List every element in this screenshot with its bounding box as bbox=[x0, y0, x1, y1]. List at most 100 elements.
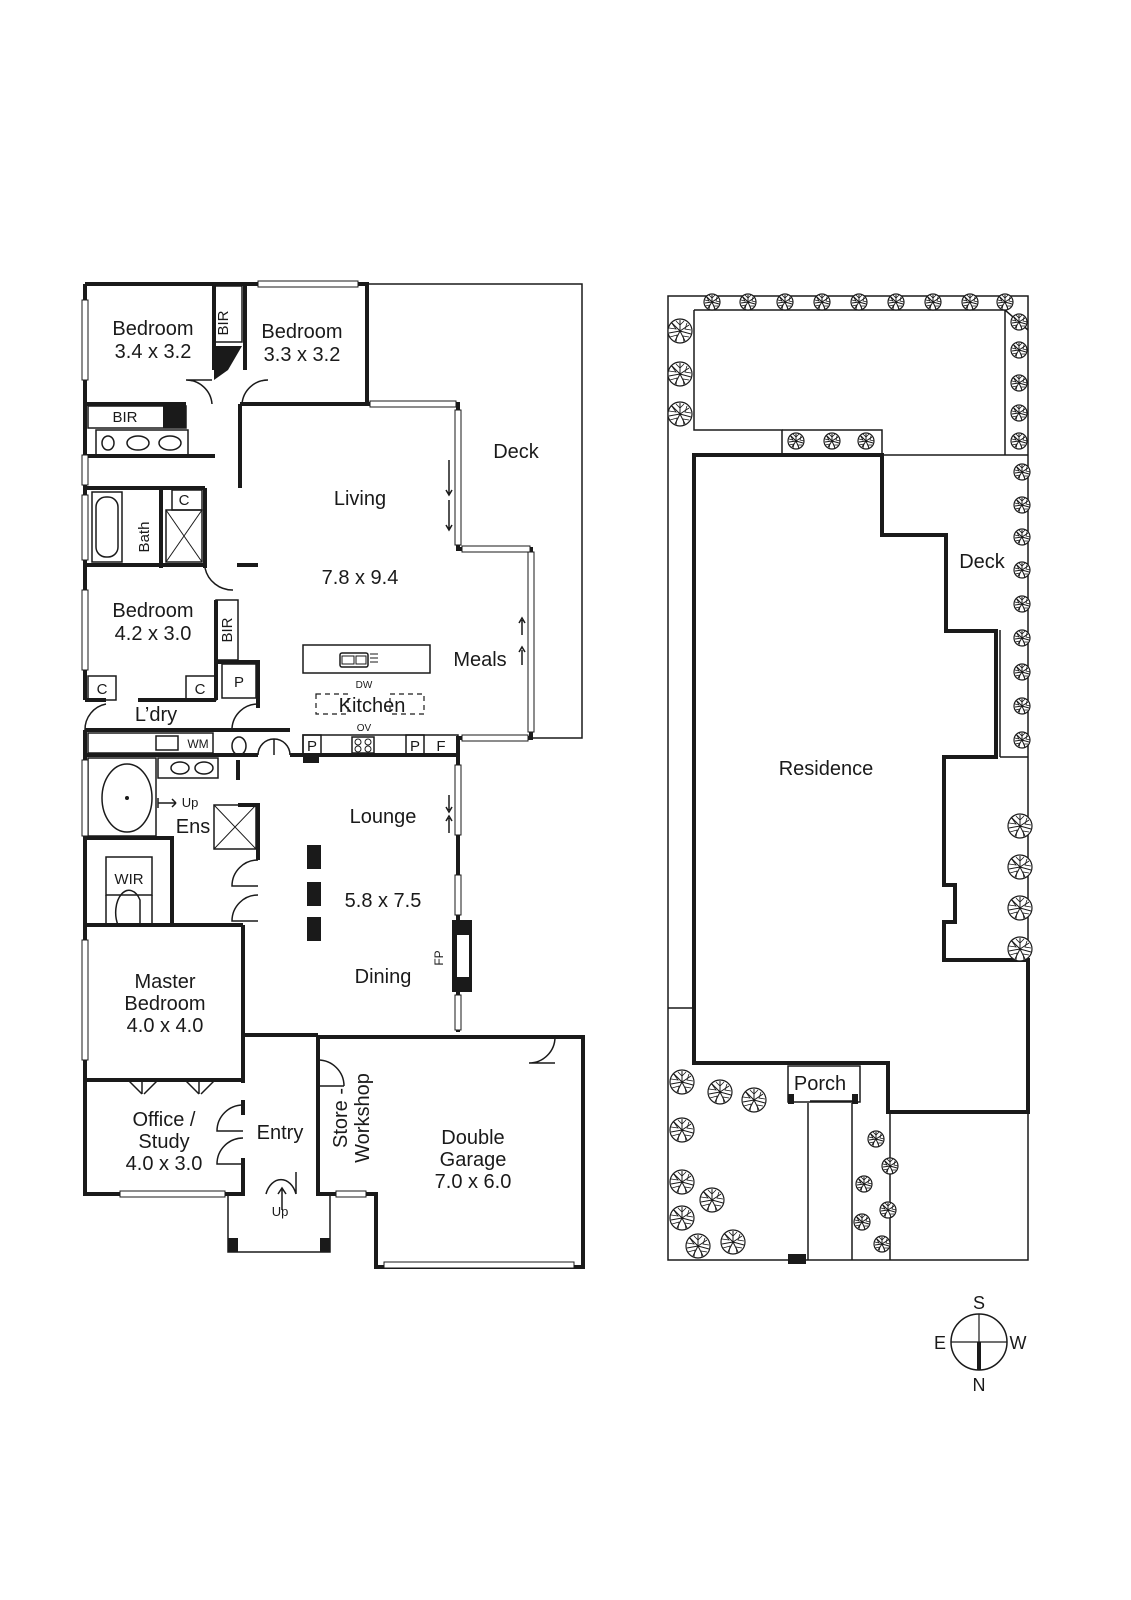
basin-icon bbox=[126, 435, 150, 451]
tree-icon bbox=[667, 318, 693, 344]
tree-icon bbox=[1013, 663, 1031, 681]
door-swing-icon bbox=[216, 1137, 244, 1165]
toilet-icon bbox=[101, 435, 115, 451]
master-line2: Bedroom bbox=[124, 993, 205, 1015]
tree-icon bbox=[1010, 313, 1028, 331]
site-deck-label: Deck bbox=[959, 551, 1006, 573]
site-plan: Residence Deck Porch bbox=[667, 293, 1033, 1264]
deck-outline bbox=[367, 283, 583, 739]
wir-label: WIR bbox=[114, 871, 143, 888]
compass-icon: S E W N bbox=[934, 1293, 1027, 1395]
toilet-icon bbox=[231, 736, 247, 756]
garage-door bbox=[383, 1261, 575, 1269]
tree-icon bbox=[669, 1117, 695, 1143]
pantry-cupboard bbox=[221, 663, 257, 699]
bedroom-2-size: 3.3 x 3.2 bbox=[264, 344, 341, 366]
linen-cupboard bbox=[87, 675, 117, 701]
portico-post bbox=[320, 1238, 330, 1252]
sliding-door-icon bbox=[454, 409, 462, 546]
fixtures bbox=[84, 285, 575, 1269]
bathtub-icon bbox=[91, 491, 123, 563]
door-swing-icon bbox=[241, 379, 269, 405]
tree-icon bbox=[855, 1175, 873, 1193]
sliding-arrow bbox=[445, 460, 453, 532]
window bbox=[454, 874, 462, 916]
compass-n: N bbox=[973, 1375, 986, 1395]
bedroom-2-name: Bedroom bbox=[261, 321, 342, 343]
compass-s: S bbox=[973, 1293, 985, 1313]
tree-icon bbox=[1007, 936, 1033, 962]
lounge-name: Lounge bbox=[350, 806, 417, 828]
tree-icon bbox=[739, 293, 757, 311]
site-boundary bbox=[667, 295, 1029, 1261]
bedroom-3-size: 4.2 x 3.0 bbox=[115, 623, 192, 645]
tree-icon bbox=[741, 1087, 767, 1113]
tree-icon bbox=[703, 293, 721, 311]
porch-post bbox=[852, 1094, 858, 1104]
linen-cupboard bbox=[185, 675, 217, 701]
window bbox=[454, 994, 462, 1031]
fp-label: FP bbox=[432, 950, 446, 965]
tree-icon bbox=[1010, 404, 1028, 422]
dining-label: Dining bbox=[355, 966, 412, 988]
burner bbox=[364, 745, 372, 753]
bedroom-1-size: 3.4 x 3.2 bbox=[115, 341, 192, 363]
bir-left-solid bbox=[163, 406, 186, 428]
window bbox=[335, 1190, 367, 1198]
porch-label: Porch bbox=[794, 1073, 846, 1095]
door-swing-icon bbox=[528, 1036, 556, 1064]
tree-icon bbox=[1007, 895, 1033, 921]
laundry-label: L’dry bbox=[135, 704, 177, 726]
tree-icon bbox=[707, 1079, 733, 1105]
dw-label: DW bbox=[356, 680, 373, 691]
bathtub-icon bbox=[101, 763, 153, 833]
column bbox=[303, 755, 319, 763]
tree-icon bbox=[1013, 528, 1031, 546]
sliding-arrow bbox=[445, 795, 453, 833]
store-line2: Workshop bbox=[352, 1073, 374, 1163]
tree-icon bbox=[776, 293, 794, 311]
tree-icon bbox=[1013, 629, 1031, 647]
living-name: Living bbox=[334, 488, 386, 510]
cooktop-icon bbox=[351, 736, 375, 754]
compass-w: W bbox=[1010, 1333, 1027, 1353]
window bbox=[81, 494, 89, 561]
bathtub-inner bbox=[95, 496, 119, 558]
burner bbox=[354, 745, 362, 753]
pantry-unit bbox=[405, 734, 425, 756]
garage-size: 7.0 x 6.0 bbox=[435, 1171, 512, 1193]
garden-bed bbox=[693, 309, 1029, 455]
bir-top-cupboard bbox=[213, 285, 243, 343]
basin-icon bbox=[194, 761, 214, 775]
column bbox=[307, 917, 321, 941]
ensuite-vanity bbox=[157, 757, 219, 779]
tree-icon bbox=[873, 1235, 891, 1253]
window bbox=[461, 545, 531, 553]
garage-line1: Double bbox=[441, 1127, 504, 1149]
tree-icon bbox=[823, 432, 841, 450]
door-swing-icon bbox=[127, 1079, 159, 1095]
tree-icon bbox=[669, 1069, 695, 1095]
bath-cupboard bbox=[171, 489, 203, 511]
sink-bowls bbox=[341, 653, 378, 665]
tree-icon bbox=[1010, 374, 1028, 392]
tree-icon bbox=[1013, 463, 1031, 481]
tree-icon bbox=[881, 1157, 899, 1175]
garden-bed bbox=[782, 429, 883, 455]
letterbox bbox=[788, 1254, 806, 1264]
fireplace-hearth bbox=[457, 935, 469, 977]
bir-left-label: BIR bbox=[112, 409, 137, 426]
porch-post bbox=[788, 1094, 794, 1104]
ensuite-tub-surround bbox=[87, 757, 157, 837]
column bbox=[307, 845, 321, 869]
wir-frame bbox=[105, 856, 153, 896]
tree-icon bbox=[887, 293, 905, 311]
tree-icon bbox=[1007, 854, 1033, 880]
bir-bed3-cupboard bbox=[215, 599, 239, 661]
window bbox=[81, 454, 89, 486]
office-size: 4.0 x 3.0 bbox=[126, 1153, 203, 1175]
tree-icon bbox=[720, 1229, 746, 1255]
window bbox=[119, 1190, 226, 1198]
bedroom-1-name: Bedroom bbox=[112, 318, 193, 340]
tree-icon bbox=[667, 401, 693, 427]
